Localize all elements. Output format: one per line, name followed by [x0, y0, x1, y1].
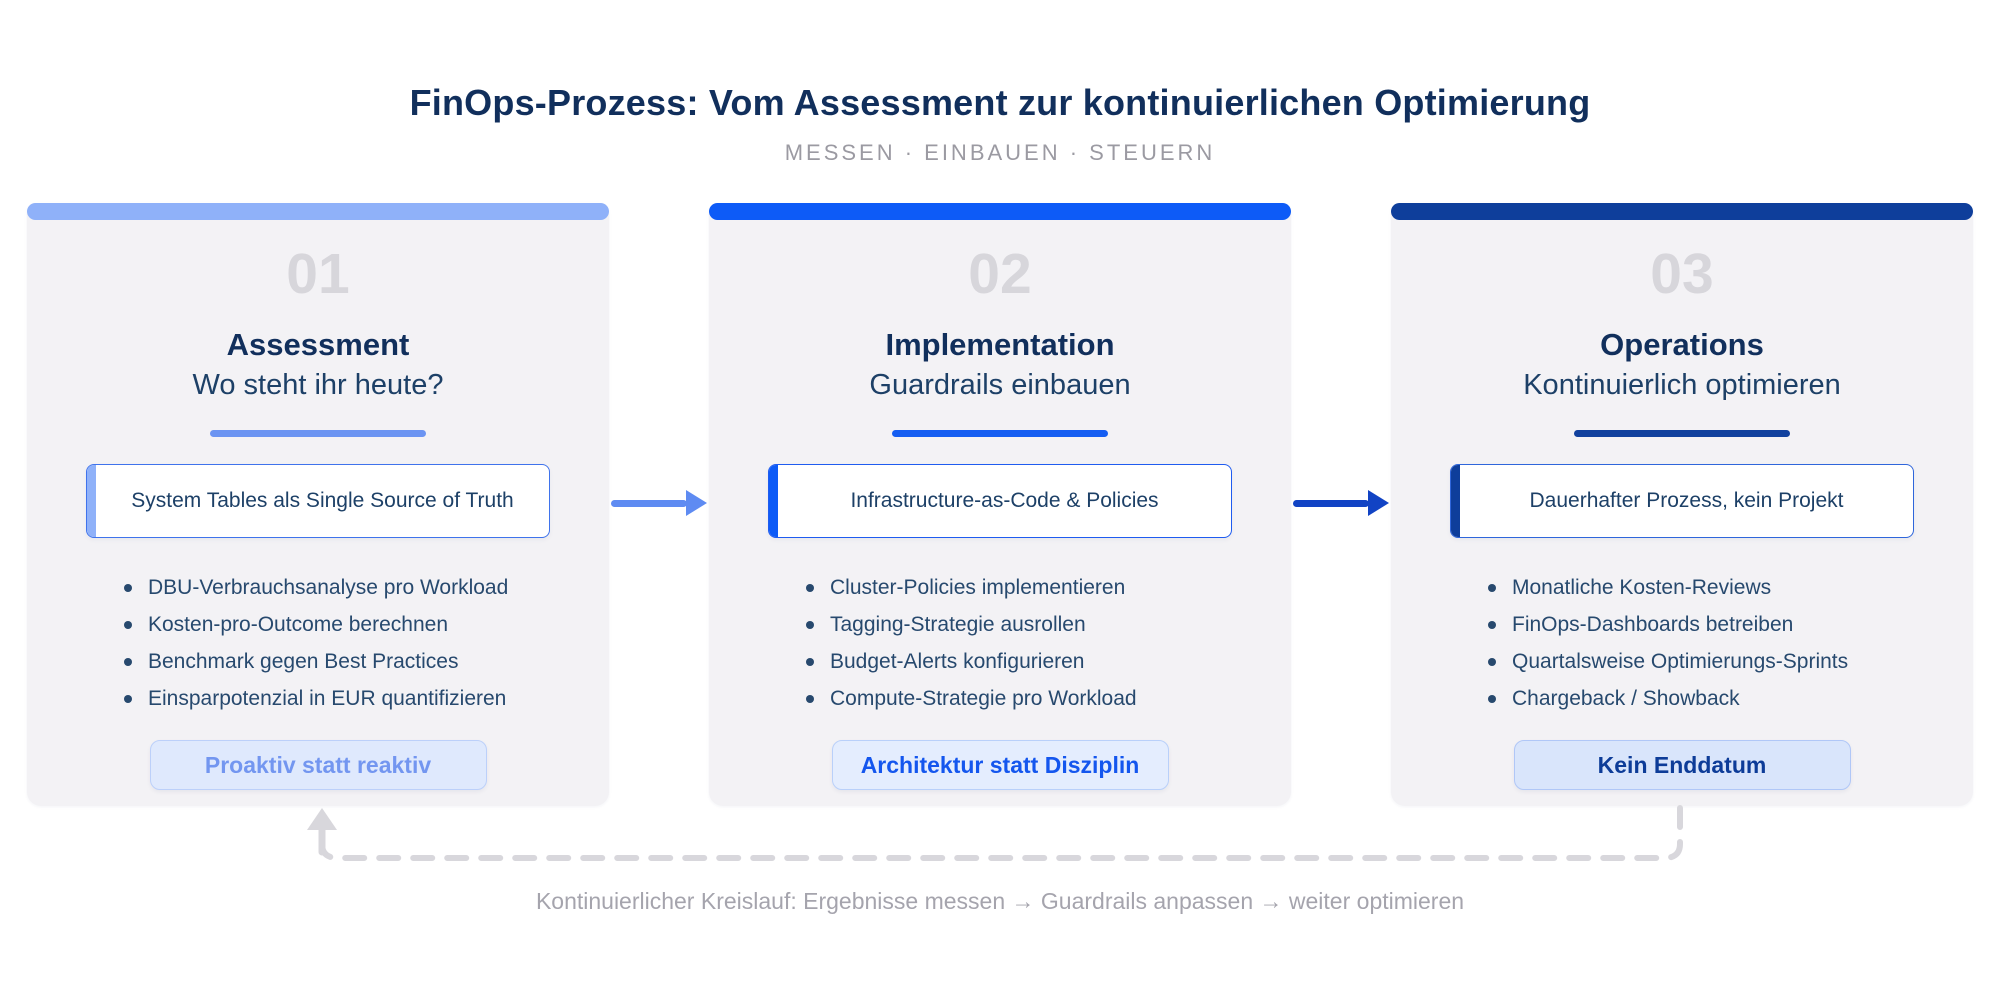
arrow-head: [1368, 490, 1389, 516]
step-title: Implementation: [885, 327, 1115, 362]
bullet-item: Budget-Alerts konfigurieren: [804, 643, 1251, 680]
loop-dashed-path: [319, 805, 1683, 861]
arrow-shaft: [1293, 500, 1369, 507]
bullet-item: Monatliche Kosten-Reviews: [1486, 569, 1933, 606]
step-subtitle: Kontinuierlich optimieren: [1523, 369, 1841, 401]
headline-accent-bar: [1451, 465, 1460, 537]
bullet-item: Benchmark gegen Best Practices: [122, 643, 569, 680]
step-card-implementation: 02 Implementation Guardrails einbauen In…: [709, 203, 1291, 806]
arrow-assessment-to-implementation-icon: [611, 490, 707, 516]
card-accent-bar: [27, 203, 609, 220]
headline-text: Infrastructure-as-Code & Policies: [850, 489, 1159, 512]
step-bullet-list: Monatliche Kosten-Reviews FinOps-Dashboa…: [1391, 569, 1973, 717]
headline-box: Dauerhafter Prozess, kein Projekt: [1450, 464, 1914, 538]
arrow-head: [686, 490, 707, 516]
headline-accent-bar: [87, 465, 96, 537]
loop-caption: Kontinuierlicher Kreislauf: Ergebnisse m…: [535, 888, 1465, 914]
arrow-implementation-to-operations-icon: [1293, 490, 1389, 516]
step-number: 01: [286, 242, 350, 306]
bullet-item: Cluster-Policies implementieren: [804, 569, 1251, 606]
bullet-item: Compute-Strategie pro Workload: [804, 680, 1251, 717]
bullet-item: FinOps-Dashboards betreiben: [1486, 606, 1933, 643]
bullet-item: Kosten-pro-Outcome berechnen: [122, 606, 569, 643]
headline-box: Infrastructure-as-Code & Policies: [768, 464, 1232, 538]
bullet-item: DBU-Verbrauchsanalyse pro Workload: [122, 569, 569, 606]
bullet-item: Tagging-Strategie ausrollen: [804, 606, 1251, 643]
step-title: Assessment: [226, 327, 410, 362]
step-subtitle: Guardrails einbauen: [869, 369, 1131, 401]
feedback-loop-arrow-icon: [307, 805, 1683, 861]
loop-arrow-head: [307, 808, 337, 830]
takeaway-badge: Proaktiv statt reaktiv: [149, 740, 487, 790]
card-accent-bar: [709, 203, 1291, 220]
headline-text: Dauerhafter Prozess, kein Projekt: [1529, 489, 1844, 512]
accent-divider: [210, 430, 426, 437]
step-card-assessment: 01 Assessment Wo steht ihr heute? System…: [27, 203, 609, 806]
bullet-item: Quartalsweise Optimierungs-Sprints: [1486, 643, 1933, 680]
step-title: Operations: [1600, 327, 1764, 362]
step-card-operations: 03 Operations Kontinuierlich optimieren …: [1391, 203, 1973, 806]
takeaway-badge: Kein Enddatum: [1513, 740, 1851, 790]
headline-box: System Tables als Single Source of Truth: [86, 464, 550, 538]
card-accent-bar: [1391, 203, 1973, 220]
accent-divider: [892, 430, 1108, 437]
arrow-shaft: [611, 500, 687, 507]
takeaway-badge: Architektur statt Disziplin: [831, 740, 1169, 790]
step-bullet-list: Cluster-Policies implementieren Tagging-…: [709, 569, 1291, 717]
page-subtitle: MESSEN · EINBAUEN · STEUERN: [784, 140, 1216, 165]
step-bullet-list: DBU-Verbrauchsanalyse pro Workload Koste…: [27, 569, 609, 717]
step-subtitle: Wo steht ihr heute?: [192, 369, 444, 401]
bullet-item: Chargeback / Showback: [1486, 680, 1933, 717]
process-steps-row: 01 Assessment Wo steht ihr heute? System…: [0, 203, 2000, 806]
page-title: FinOps-Prozess: Vom Assessment zur konti…: [409, 82, 1591, 123]
headline-text: System Tables als Single Source of Truth: [131, 489, 514, 512]
bullet-item: Einsparpotenzial in EUR quantifizieren: [122, 680, 569, 717]
step-number: 03: [1650, 242, 1714, 306]
headline-accent-bar: [769, 465, 778, 537]
step-number: 02: [968, 242, 1032, 306]
accent-divider: [1574, 430, 1790, 437]
